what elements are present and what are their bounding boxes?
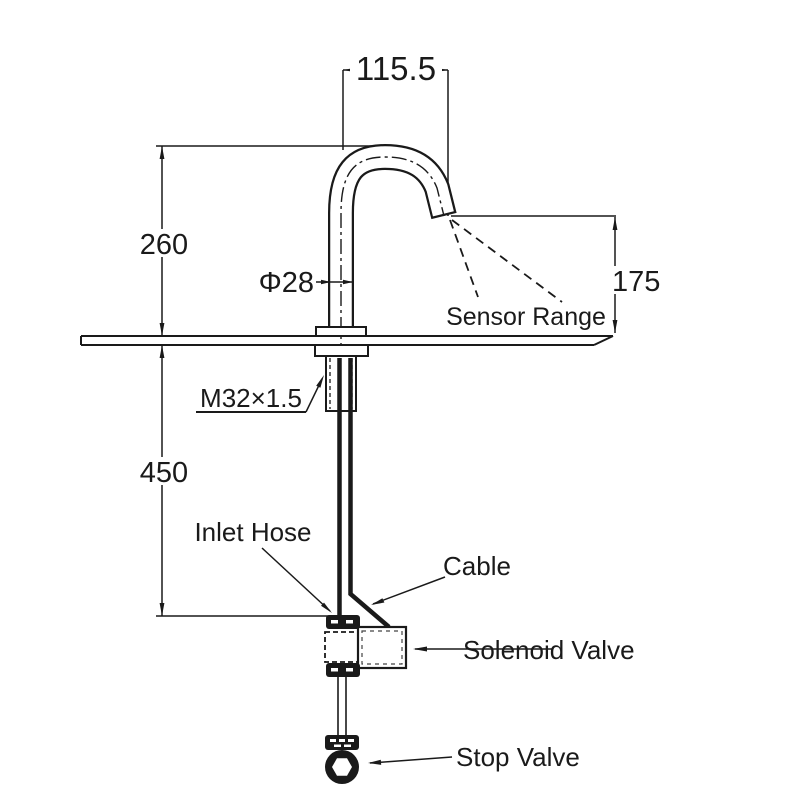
arrow-up-icon	[159, 345, 165, 358]
label-sensor-range: Sensor Range	[446, 219, 606, 331]
stop-valve	[325, 677, 359, 784]
arrow-right-icon	[321, 279, 331, 285]
arrow-right-icon	[343, 279, 353, 285]
valve-coil-box	[356, 625, 408, 670]
arrowhead-icon	[316, 375, 324, 388]
fitting-highlight	[344, 744, 351, 747]
stop-valve-fitting	[325, 735, 359, 750]
arrow-down-icon	[159, 603, 165, 616]
dim-spout-reach: 115.5	[342, 50, 449, 216]
arrowhead-icon	[321, 602, 332, 613]
leader-line	[261, 547, 331, 612]
pipe-diameter-value: Φ28	[259, 267, 314, 299]
fitting-highlight	[331, 668, 338, 672]
label-inlet-hose: Inlet Hose	[194, 517, 332, 613]
arrow-up-icon	[612, 217, 618, 230]
cable-label: Cable	[443, 551, 511, 581]
counter-right-edge	[593, 335, 614, 346]
dim-spout-height: 260	[140, 145, 390, 336]
fitting-highlight	[331, 620, 338, 624]
dim-hose-length: 450	[140, 345, 329, 617]
fitting-highlight	[346, 620, 353, 624]
arrow-up-icon	[159, 146, 165, 159]
spout-reach-value: 115.5	[356, 50, 436, 87]
label-mounting-thread: M32×1.5	[196, 375, 324, 413]
solenoid-valve	[324, 615, 408, 677]
solenoid-valve-label: Solenoid Valve	[463, 635, 635, 665]
dim-sensor-height: 175	[451, 215, 660, 333]
fitting-highlight	[334, 744, 341, 747]
arrow-down-icon	[159, 323, 165, 336]
stop-valve-label: Stop Valve	[456, 742, 580, 772]
fitting-highlight	[330, 739, 336, 742]
sensor-range-label: Sensor Range	[446, 303, 606, 331]
base-flange	[315, 326, 367, 337]
sensor-height-value: 175	[612, 266, 660, 298]
mounting-thread-value: M32×1.5	[200, 383, 302, 413]
hose-length-value: 450	[140, 457, 188, 489]
sensor-beam-left	[449, 219, 479, 298]
dim-pipe-diameter: Φ28	[259, 267, 353, 299]
sensor-beam-right	[451, 219, 563, 303]
fitting-highlight	[346, 668, 353, 672]
inlet-hose-label: Inlet Hose	[194, 517, 311, 547]
valve-coil-inner-detail	[361, 630, 403, 665]
valve-outlet-fitting	[326, 663, 360, 677]
valve-inlet-fitting	[326, 615, 360, 629]
locknut	[314, 344, 369, 357]
cable-line	[348, 358, 391, 629]
text-backing	[609, 266, 659, 294]
arrowhead-icon	[368, 759, 382, 765]
label-solenoid-valve: Solenoid Valve	[413, 635, 635, 665]
leader-line	[369, 756, 453, 764]
hose-and-cable	[337, 358, 391, 629]
arrow-down-icon	[612, 320, 618, 333]
spout-height-value: 260	[140, 229, 188, 261]
spout-centerline	[340, 156, 445, 410]
text-backing	[141, 229, 187, 257]
label-cable: Cable	[371, 551, 511, 605]
faucet-spout	[328, 143, 457, 410]
text-backing	[350, 53, 442, 81]
fitting-highlight	[339, 739, 345, 742]
text-backing	[141, 457, 187, 485]
arrowhead-icon	[371, 598, 385, 605]
arrowhead-icon	[413, 646, 427, 652]
fitting-highlight	[348, 739, 354, 742]
label-stop-valve: Stop Valve	[368, 742, 580, 772]
valve-body-left	[324, 631, 361, 663]
leader-line	[372, 576, 446, 605]
counter-plate	[80, 335, 614, 346]
stop-valve-hex-hole	[332, 758, 352, 776]
